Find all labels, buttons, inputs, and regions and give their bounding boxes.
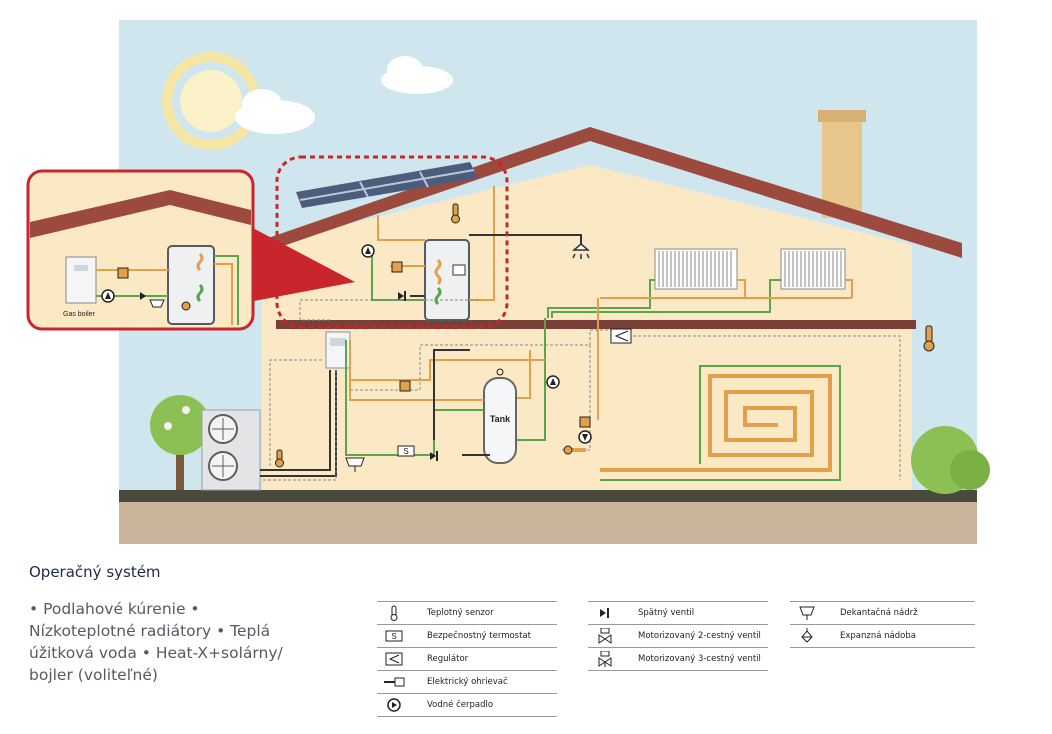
ground [119,502,977,544]
legend-label: Elektrický ohrievač [427,677,508,687]
legend-label: Spätný ventil [638,608,695,618]
water-pump-icon [387,698,401,712]
safety-thermostat-icon: S [397,445,415,457]
zoom-inset: Gas boiler [26,169,255,331]
caption-title: Operačný systém [29,563,161,581]
three-way-valve-icon [391,261,591,428]
legend-label: Dekantačná nádrž [840,608,918,618]
legend-row: Teplotný senzor [377,601,557,624]
legend-label: Regulátor [427,654,469,664]
check-valve-icon [600,608,609,618]
legend-label: Motorizovaný 3-cestný ventil [638,654,761,664]
grass [119,490,977,502]
legend-row: Motorizovaný 2-cestný ventil [588,624,768,647]
cloud-icon [235,56,453,134]
electric-heater-icon [563,445,586,455]
legend-label: Vodné čerpadlo [427,700,494,710]
radiator-icon [654,248,846,290]
legend-label: Motorizovaný 2-cestný ventil [638,631,761,641]
safety-symbol: S [403,447,408,456]
callout-pointer [249,226,355,302]
regulator-icon [610,328,632,344]
electric-heater-icon [384,677,405,687]
floor-slab [276,320,916,329]
shower-icon [571,243,591,259]
two-way-valve-icon [598,628,612,644]
gas-boiler-label: Gas boiler [63,311,96,318]
legend-row: S Bezpečnostný termostat [377,624,557,647]
legend-row: Vodné čerpadlo [377,693,557,717]
legend-row: Expanzná nádoba [790,624,975,648]
safety-symbol: S [391,632,396,641]
underfloor-heating-loop [600,374,832,472]
legend-label: Expanzná nádoba [840,631,916,641]
pump-icon [361,244,592,444]
separator-tank-icon [345,457,365,472]
tank-label: Tank [490,414,511,424]
thermometer-icon [390,605,398,621]
legend-column-1: Teplotný senzor S Bezpečnostný termostat… [377,601,557,717]
regulator-icon [385,652,403,666]
solar-panel [296,162,478,208]
legend-label: Bezpečnostný termostat [427,631,531,641]
separator-tank-icon [799,606,815,620]
legend-row: Spätný ventil [588,601,768,624]
legend-row: Elektrický ohrievač [377,670,557,693]
legend-row: Dekantačná nádrž [790,601,975,624]
legend-column-3: Dekantačná nádrž Expanzná nádoba [790,601,975,648]
expansion-vessel-icon [801,628,813,643]
bush-icon [911,426,990,494]
outdoor-unit [201,409,261,491]
heating-system-diagram: Tank S [26,20,990,544]
cold-water-inlet-icon [496,368,504,376]
check-valve-icon [398,291,438,461]
legend-column-2: Spätný ventil Motorizovaný 2-cestný vent… [588,601,768,671]
thermometer-icon [275,203,935,468]
sun-icon [162,52,260,150]
tree-icon [150,395,210,490]
legend-label: Teplotný senzor [427,608,494,618]
underfloor-return [600,365,841,481]
safety-thermostat-icon: S [385,630,403,642]
dhw-tank: Tank [483,377,517,464]
legend-row: Motorizovaný 3-cestný ventil [588,647,768,671]
caption-body: • Podlahové kúrenie • Nízkoteplotné radi… [29,600,283,684]
legend-row: Regulátor [377,647,557,670]
storage-tank-upstairs [424,239,470,321]
chimney [822,118,862,218]
three-way-valve-icon [598,651,612,667]
